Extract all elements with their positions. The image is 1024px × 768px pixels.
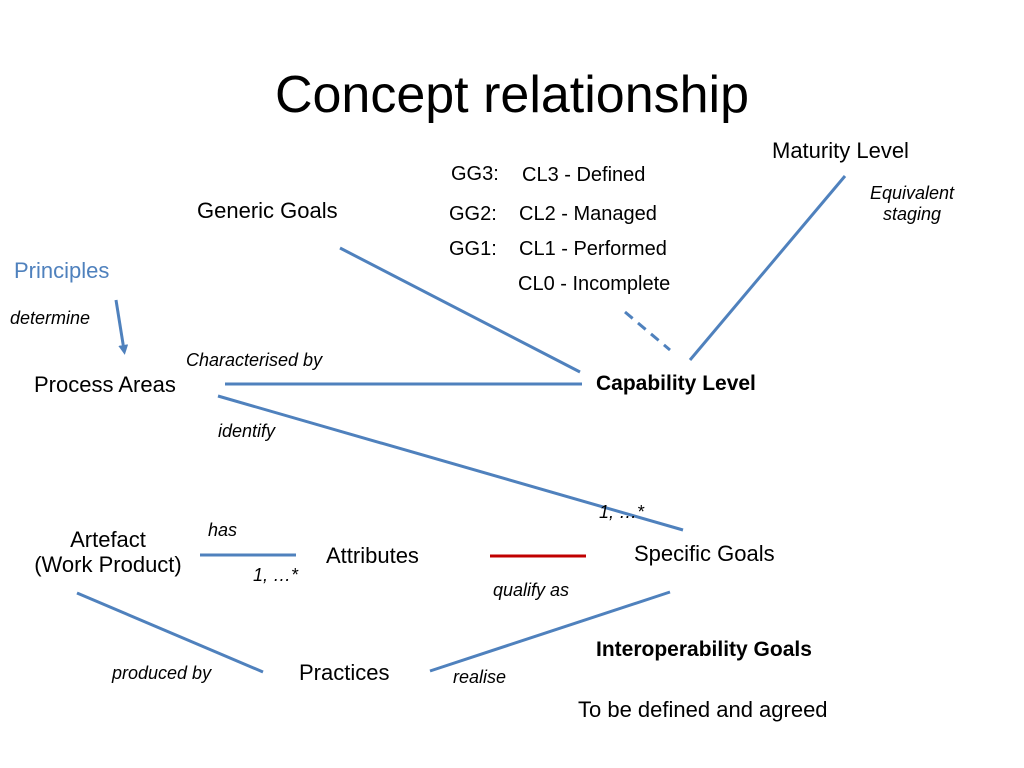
edge-artefact-practices [76, 591, 264, 674]
level-gg3: GG3: [451, 163, 499, 185]
edge-principles-process-areas [114, 299, 129, 355]
node-principles: Principles [14, 258, 110, 283]
node-generic-goals: Generic Goals [197, 198, 338, 223]
node-practices: Practices [299, 660, 390, 685]
label-equivalent-line1: Equivalent [869, 183, 955, 203]
node-interoperability-goals: Interoperability Goals [596, 638, 812, 661]
label-characterised-by: Characterised by [186, 350, 323, 370]
label-has-multiplicity: 1, …* [253, 565, 299, 585]
node-capability-level: Capability Level [596, 372, 756, 395]
node-artefact: Artefact (Work Product) [8, 527, 208, 578]
level-cl2: CL2 - Managed [519, 203, 657, 225]
label-equivalent-line2: staging [882, 203, 942, 224]
label-identify-multiplicity: 1, …* [599, 502, 645, 522]
label-qualify-as: qualify as [493, 580, 570, 600]
level-gg2: GG2: [449, 203, 497, 225]
node-maturity-level: Maturity Level [772, 138, 909, 163]
node-artefact-line2: (Work Product) [34, 552, 182, 578]
level-gg1: GG1: [449, 238, 497, 260]
node-specific-goals: Specific Goals [634, 541, 775, 566]
level-cl1: CL1 - Performed [519, 238, 667, 260]
label-has: has [208, 520, 238, 540]
level-cl0: CL0 - Incomplete [518, 273, 671, 295]
node-artefact-line1: Artefact [70, 527, 146, 552]
label-produced-by: produced by [112, 663, 212, 683]
label-realise: realise [453, 667, 507, 687]
page-title: Concept relationship [274, 66, 750, 124]
edge-maturity-capability [688, 175, 847, 361]
level-cl3: CL3 - Defined [522, 164, 646, 186]
edge-process-areas-specific-goals [217, 394, 684, 532]
label-identify: identify [218, 421, 276, 441]
edge-generic-goals-capability [339, 246, 581, 374]
label-determine: determine [10, 308, 91, 328]
node-process-areas: Process Areas [34, 372, 176, 397]
edge-cl0-capability-dashed [624, 310, 671, 352]
node-to-be-defined: To be defined and agreed [578, 697, 828, 722]
node-attributes: Attributes [326, 543, 419, 568]
edge-practices-specific-goals [429, 590, 671, 673]
label-equivalent-staging: Equivalent staging [850, 183, 974, 224]
